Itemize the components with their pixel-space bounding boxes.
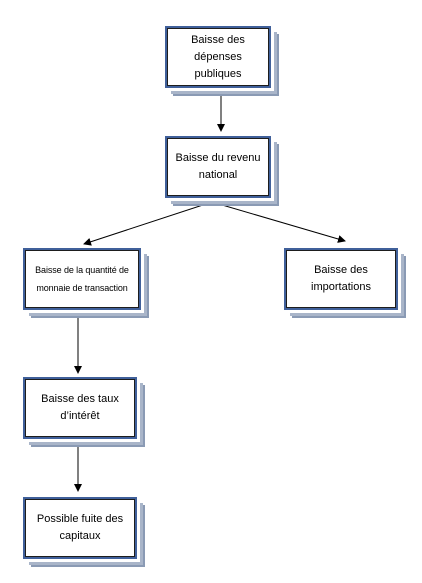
node-label: Baisse des importations (311, 264, 371, 293)
node-baisse-revenu-national: Baisse du revenu national (162, 133, 274, 201)
node-baisse-taux-interet: Baisse des taux d’intérêt (20, 374, 140, 442)
node-label: Baisse de la quantité de monnaie de tran… (35, 265, 129, 293)
edge-n2-n3 (83, 201, 213, 246)
node-baisse-depenses-publiques: Baisse des dépenses publiques (162, 23, 274, 91)
node-baisse-quantite-monnaie: Baisse de la quantité de monnaie de tran… (20, 245, 144, 313)
node-label: Baisse du revenu national (175, 152, 261, 181)
node-baisse-importations: Baisse des importations (281, 245, 401, 313)
node-possible-fuite-capitaux: Possible fuite des capitaux (20, 494, 140, 562)
node-label: Possible fuite des capitaux (36, 513, 124, 542)
node-label: Baisse des taux d’intérêt (41, 393, 119, 422)
node-label: Baisse des dépenses publiques (191, 33, 245, 80)
edge-n2-n4 (211, 201, 346, 243)
